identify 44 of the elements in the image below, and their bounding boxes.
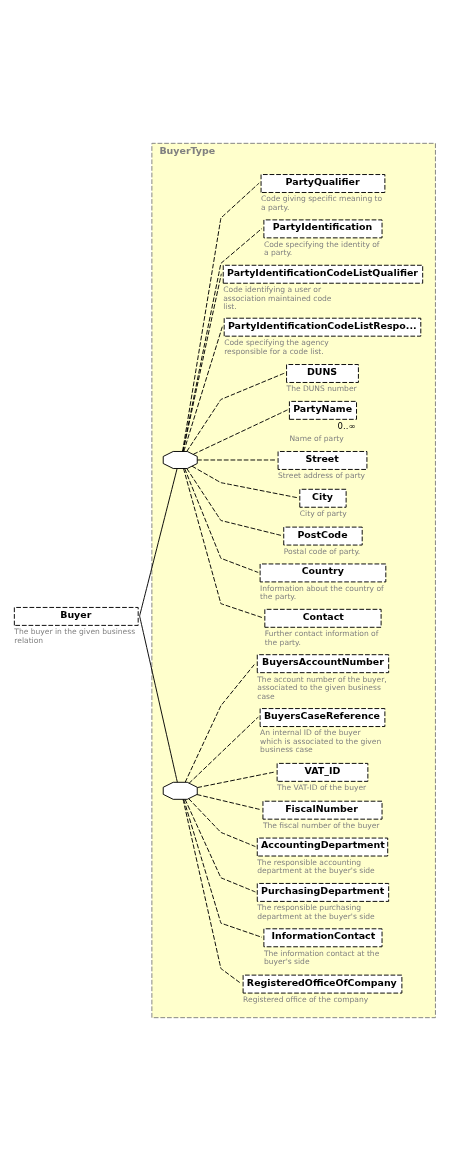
connector — [186, 468, 283, 537]
connector — [139, 615, 178, 783]
node-label: Name of party — [289, 433, 344, 443]
connector — [186, 372, 286, 452]
node-label: The DUNS number — [286, 384, 357, 394]
connector — [184, 662, 256, 783]
node-label: Code specifying the identity of a party. — [263, 239, 380, 258]
connector — [188, 798, 256, 848]
connector — [196, 459, 277, 461]
node-label: The buyer in the given business relation — [14, 627, 136, 645]
connector — [182, 182, 260, 452]
connector — [183, 326, 223, 452]
connector — [139, 468, 178, 617]
connector — [182, 798, 242, 985]
connector — [183, 799, 263, 938]
node-label: The VAT-ID of the buyer — [277, 783, 367, 793]
node-label: 0..∞ — [337, 420, 356, 431]
connector — [197, 771, 276, 788]
connector — [192, 409, 288, 455]
node-label: The responsible purchasing department at the buyer's side — [257, 903, 375, 921]
connector — [184, 468, 259, 573]
node-label: The fiscal number of the buyer — [262, 821, 380, 831]
node-label: Code giving specific meaning to a party. — [261, 194, 383, 212]
node-label: An internal ID of the buyer which is associated to the given business case — [260, 728, 382, 755]
connector — [196, 794, 262, 811]
node-label: The account number of the buyer, associated to the given business case — [257, 674, 387, 701]
connector — [183, 468, 264, 619]
connector — [182, 227, 263, 452]
connector — [184, 799, 256, 893]
node-label: Street address of party — [278, 471, 366, 481]
node-label: Information about the country of the party. — [260, 583, 384, 602]
node-label: Postal code of party. — [283, 546, 361, 556]
node-label: Code specifying the agency responsible for a code list. — [224, 338, 329, 356]
node-label: The information contact at the buyer's side — [263, 948, 380, 967]
node-label: City of party — [299, 509, 347, 519]
node-octagon — [162, 781, 198, 800]
node-octagon — [162, 451, 198, 469]
connector — [191, 465, 299, 499]
node-label: Code identifying a user or association maintained code list. — [223, 285, 332, 312]
node-label: The responsible accounting department at the buyer's side — [257, 857, 375, 876]
node-label: Further contact information of the party. — [264, 629, 379, 647]
connector — [182, 273, 222, 452]
node-label: Registered office of the company — [243, 994, 369, 1004]
connector — [188, 716, 259, 784]
